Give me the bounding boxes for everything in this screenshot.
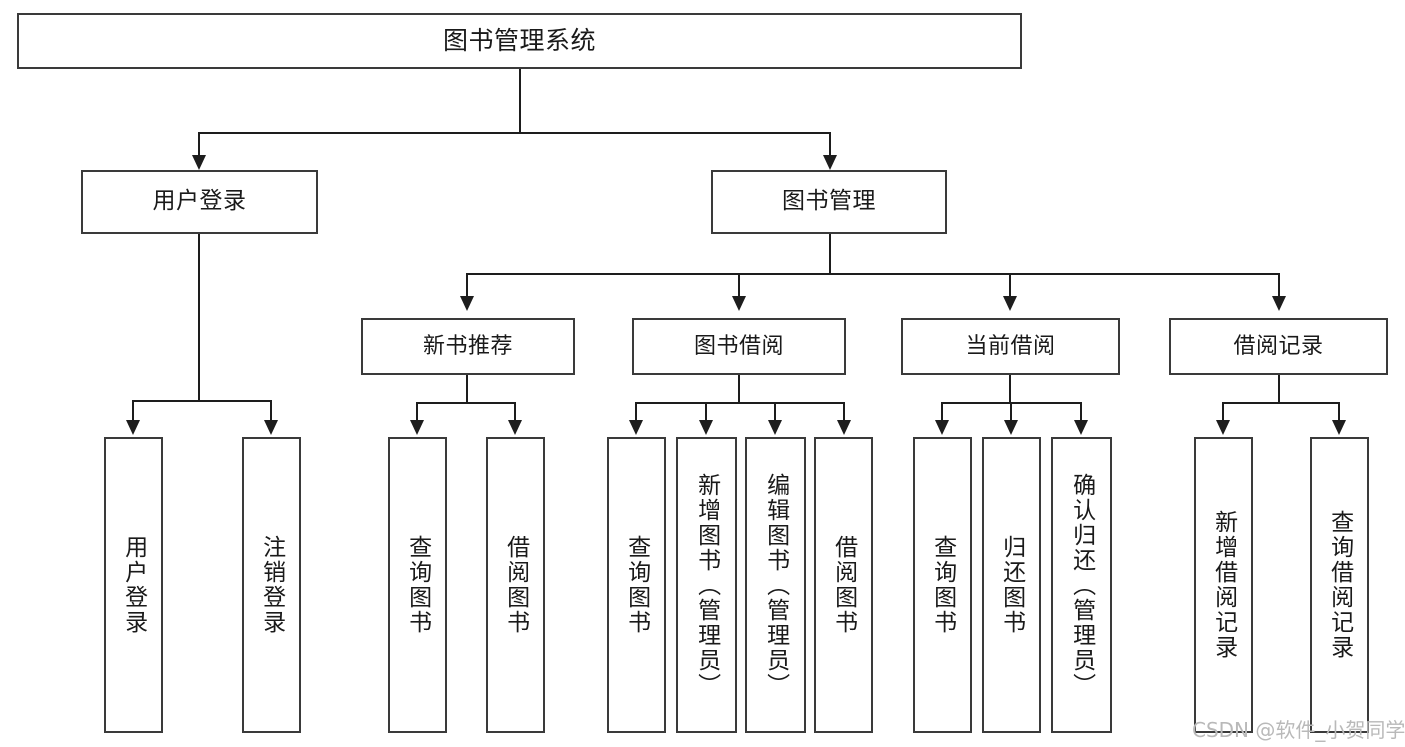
- node-new-book-recommend[interactable]: 新书推荐: [361, 318, 575, 375]
- arrow-br-leaf-2: [1332, 420, 1346, 435]
- node-label: 当前借阅: [965, 333, 1056, 359]
- edge-bus-user-login: [132, 400, 271, 402]
- node-book-borrow[interactable]: 图书借阅: [632, 318, 846, 375]
- arrow-cb-leaf-3: [1074, 420, 1088, 435]
- edge-bb-leaf-4: [843, 402, 845, 422]
- edge-to-new-book-rec: [466, 273, 468, 298]
- edge-bb-leaf-2: [705, 402, 707, 422]
- node-label: 借阅记录: [1233, 333, 1324, 359]
- leaf-confirm-return-admin[interactable]: 确认归还（管理员）: [1051, 437, 1112, 733]
- arrow-bb-leaf-1: [629, 420, 643, 435]
- arrow-to-book-mgmt: [823, 155, 837, 170]
- csdn-watermark: CSDN @软件_小贺同学: [1192, 718, 1405, 742]
- node-user-login[interactable]: 用户登录: [81, 170, 318, 234]
- leaf-label: 注销登录: [258, 535, 285, 635]
- arrow-cb-leaf-1: [935, 420, 949, 435]
- leaf-label: 查询借阅记录: [1326, 510, 1353, 660]
- node-current-borrow[interactable]: 当前借阅: [901, 318, 1120, 375]
- edge-to-user-login: [198, 132, 200, 157]
- leaf-label: 确认归还（管理员）: [1068, 472, 1095, 698]
- leaf-label: 借阅图书: [830, 535, 857, 635]
- node-root-system[interactable]: 图书管理系统: [17, 13, 1022, 69]
- leaf-return-book[interactable]: 归还图书: [982, 437, 1041, 733]
- edge-nbr-leaf-2: [514, 402, 516, 422]
- leaf-label: 归还图书: [998, 535, 1025, 635]
- leaf-query-book-cb[interactable]: 查询图书: [913, 437, 972, 733]
- leaf-label: 查询图书: [929, 535, 956, 635]
- edge-bus-level2: [198, 132, 830, 134]
- edge-nbr-leaf-1: [416, 402, 418, 422]
- leaf-query-book-bb[interactable]: 查询图书: [607, 437, 666, 733]
- arrow-br-leaf-1: [1216, 420, 1230, 435]
- leaf-edit-book-admin[interactable]: 编辑图书（管理员）: [745, 437, 806, 733]
- edge-bus-new-book-rec: [416, 402, 516, 404]
- edge-to-leaf-logout: [270, 400, 272, 422]
- leaf-label: 查询图书: [404, 535, 431, 635]
- leaf-user-login[interactable]: 用户登录: [104, 437, 163, 733]
- leaf-label: 新增借阅记录: [1210, 510, 1237, 660]
- node-borrow-record[interactable]: 借阅记录: [1169, 318, 1388, 375]
- node-label: 图书管理: [782, 188, 876, 215]
- edge-to-book-borrow: [738, 273, 740, 298]
- leaf-label: 用户登录: [120, 535, 147, 635]
- leaf-add-book-admin[interactable]: 新增图书（管理员）: [676, 437, 737, 733]
- edge-root-trunk: [519, 69, 521, 133]
- edge-bb-leaf-3: [774, 402, 776, 422]
- edge-cb-leaf-3: [1080, 402, 1082, 422]
- arrow-to-borrow-record: [1272, 296, 1286, 311]
- node-book-management[interactable]: 图书管理: [711, 170, 947, 234]
- edge-user-login-trunk: [198, 234, 200, 401]
- leaf-label: 新增图书（管理员）: [693, 472, 720, 698]
- leaf-label: 查询图书: [623, 535, 650, 635]
- edge-bus-borrow-record: [1222, 402, 1339, 404]
- arrow-cb-leaf-2: [1004, 420, 1018, 435]
- edge-br-leaf-1: [1222, 402, 1224, 422]
- edge-current-borrow-trunk: [1009, 375, 1011, 403]
- edge-new-book-rec-trunk: [466, 375, 468, 403]
- edge-borrow-record-trunk: [1278, 375, 1280, 403]
- edge-cb-leaf-2: [1010, 402, 1012, 422]
- arrow-bb-leaf-2: [699, 420, 713, 435]
- edge-cb-leaf-1: [941, 402, 943, 422]
- edge-bus-level3: [466, 273, 1279, 275]
- arrow-to-user-login: [192, 155, 206, 170]
- node-label: 图书借阅: [693, 333, 784, 359]
- arrow-to-leaf-user-login: [126, 420, 140, 435]
- leaf-label: 借阅图书: [502, 535, 529, 635]
- edge-to-borrow-record: [1278, 273, 1280, 298]
- edge-book-mgmt-trunk: [829, 234, 831, 274]
- node-label: 用户登录: [152, 188, 247, 215]
- arrow-bb-leaf-3: [768, 420, 782, 435]
- arrow-bb-leaf-4: [837, 420, 851, 435]
- leaf-borrow-book-bb[interactable]: 借阅图书: [814, 437, 873, 733]
- arrow-nbr-leaf-1: [410, 420, 424, 435]
- leaf-query-borrow-record[interactable]: 查询借阅记录: [1310, 437, 1369, 733]
- edge-to-leaf-user-login: [132, 400, 134, 422]
- edge-bus-book-borrow: [635, 402, 844, 404]
- leaf-borrow-book-nbr[interactable]: 借阅图书: [486, 437, 545, 733]
- arrow-to-book-borrow: [732, 296, 746, 311]
- arrow-nbr-leaf-2: [508, 420, 522, 435]
- arrow-to-new-book-rec: [460, 296, 474, 311]
- edge-br-leaf-2: [1338, 402, 1340, 422]
- leaf-add-borrow-record[interactable]: 新增借阅记录: [1194, 437, 1253, 733]
- leaf-label: 编辑图书（管理员）: [762, 472, 789, 698]
- arrow-to-leaf-logout: [264, 420, 278, 435]
- edge-to-book-mgmt: [829, 132, 831, 157]
- edge-to-current-borrow: [1009, 273, 1011, 298]
- edge-book-borrow-trunk: [738, 375, 740, 403]
- leaf-logout[interactable]: 注销登录: [242, 437, 301, 733]
- node-label: 新书推荐: [422, 333, 513, 359]
- leaf-query-book-nbr[interactable]: 查询图书: [388, 437, 447, 733]
- arrow-to-current-borrow: [1003, 296, 1017, 311]
- edge-bb-leaf-1: [635, 402, 637, 422]
- node-label: 图书管理系统: [442, 26, 596, 56]
